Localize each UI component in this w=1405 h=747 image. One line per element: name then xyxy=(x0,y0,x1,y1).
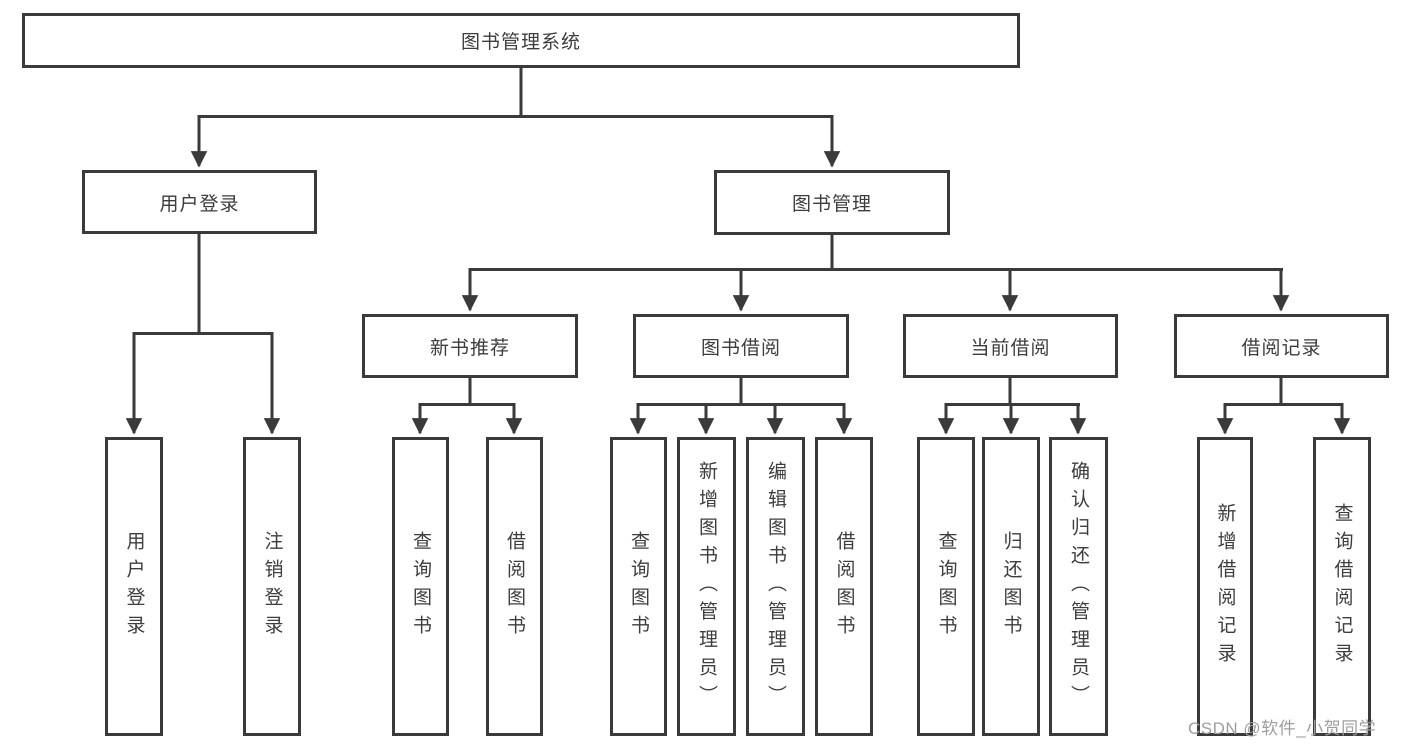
node-label: 新增图书（管理员） xyxy=(696,460,717,713)
connector-mgmt-to-level3 xyxy=(461,235,1290,312)
connector-root-to-level2 xyxy=(190,68,841,168)
connector-borrowing-to-leaves xyxy=(629,378,853,435)
node-label: 新书推荐 xyxy=(429,337,510,359)
node-label: 查询图书 xyxy=(628,530,649,643)
node-user-login: 用户登录 xyxy=(82,170,317,234)
node-label: 查询借阅记录 xyxy=(1331,502,1353,671)
node-book-management: 图书管理 xyxy=(714,170,950,235)
node-label: 借阅记录 xyxy=(1241,337,1322,359)
connector-login-to-leaves xyxy=(125,234,281,435)
leaf-add-books-admin: 新增图书（管理员） xyxy=(677,437,736,736)
csdn-watermark: CSDN @软件_小贺同学 xyxy=(1188,719,1377,738)
leaf-return-books: 归还图书 xyxy=(982,437,1040,736)
leaf-query-books-2: 查询图书 xyxy=(610,437,667,736)
leaf-confirm-return-admin: 确认归还（管理员） xyxy=(1049,437,1108,736)
node-label: 查询图书 xyxy=(935,530,957,643)
node-label: 当前借阅 xyxy=(970,337,1051,359)
node-label: 用户登录 xyxy=(159,193,240,215)
node-label: 图书管理 xyxy=(791,194,872,215)
node-label: 注销登录 xyxy=(261,530,283,643)
connector-newbooks-to-leaves xyxy=(411,378,523,435)
node-label: 编辑图书（管理员） xyxy=(765,460,786,713)
node-label: 图书管理系统 xyxy=(460,32,581,53)
node-label: 归还图书 xyxy=(1000,530,1022,643)
node-book-borrowing: 图书借阅 xyxy=(633,314,849,378)
leaf-user-login: 用户登录 xyxy=(105,437,163,736)
node-label: 查询图书 xyxy=(410,530,431,643)
node-current-borrowing: 当前借阅 xyxy=(903,314,1118,378)
leaf-query-borrow-record: 查询借阅记录 xyxy=(1313,437,1371,736)
connector-current-to-leaves xyxy=(937,378,1087,435)
node-label: 借阅图书 xyxy=(504,530,525,643)
leaf-add-borrow-record: 新增借阅记录 xyxy=(1197,437,1253,736)
leaf-logout: 注销登录 xyxy=(243,437,301,736)
node-borrowing-records: 借阅记录 xyxy=(1174,314,1389,378)
node-label: 确认归还（管理员） xyxy=(1068,460,1089,713)
node-label: 新增借阅记录 xyxy=(1214,502,1236,671)
connector-records-to-leaves xyxy=(1216,378,1351,435)
leaf-query-books: 查询图书 xyxy=(392,437,449,736)
node-new-book-recommend: 新书推荐 xyxy=(362,314,578,378)
node-label: 借阅图书 xyxy=(833,530,855,643)
leaf-edit-books-admin: 编辑图书（管理员） xyxy=(746,437,805,736)
leaf-borrow-books-2: 借阅图书 xyxy=(815,437,873,736)
leaf-borrow-books: 借阅图书 xyxy=(486,437,543,736)
node-library-management-system: 图书管理系统 xyxy=(22,13,1020,68)
node-label: 用户登录 xyxy=(123,530,145,643)
node-label: 图书借阅 xyxy=(700,337,781,359)
leaf-query-books-3: 查询图书 xyxy=(917,437,975,736)
